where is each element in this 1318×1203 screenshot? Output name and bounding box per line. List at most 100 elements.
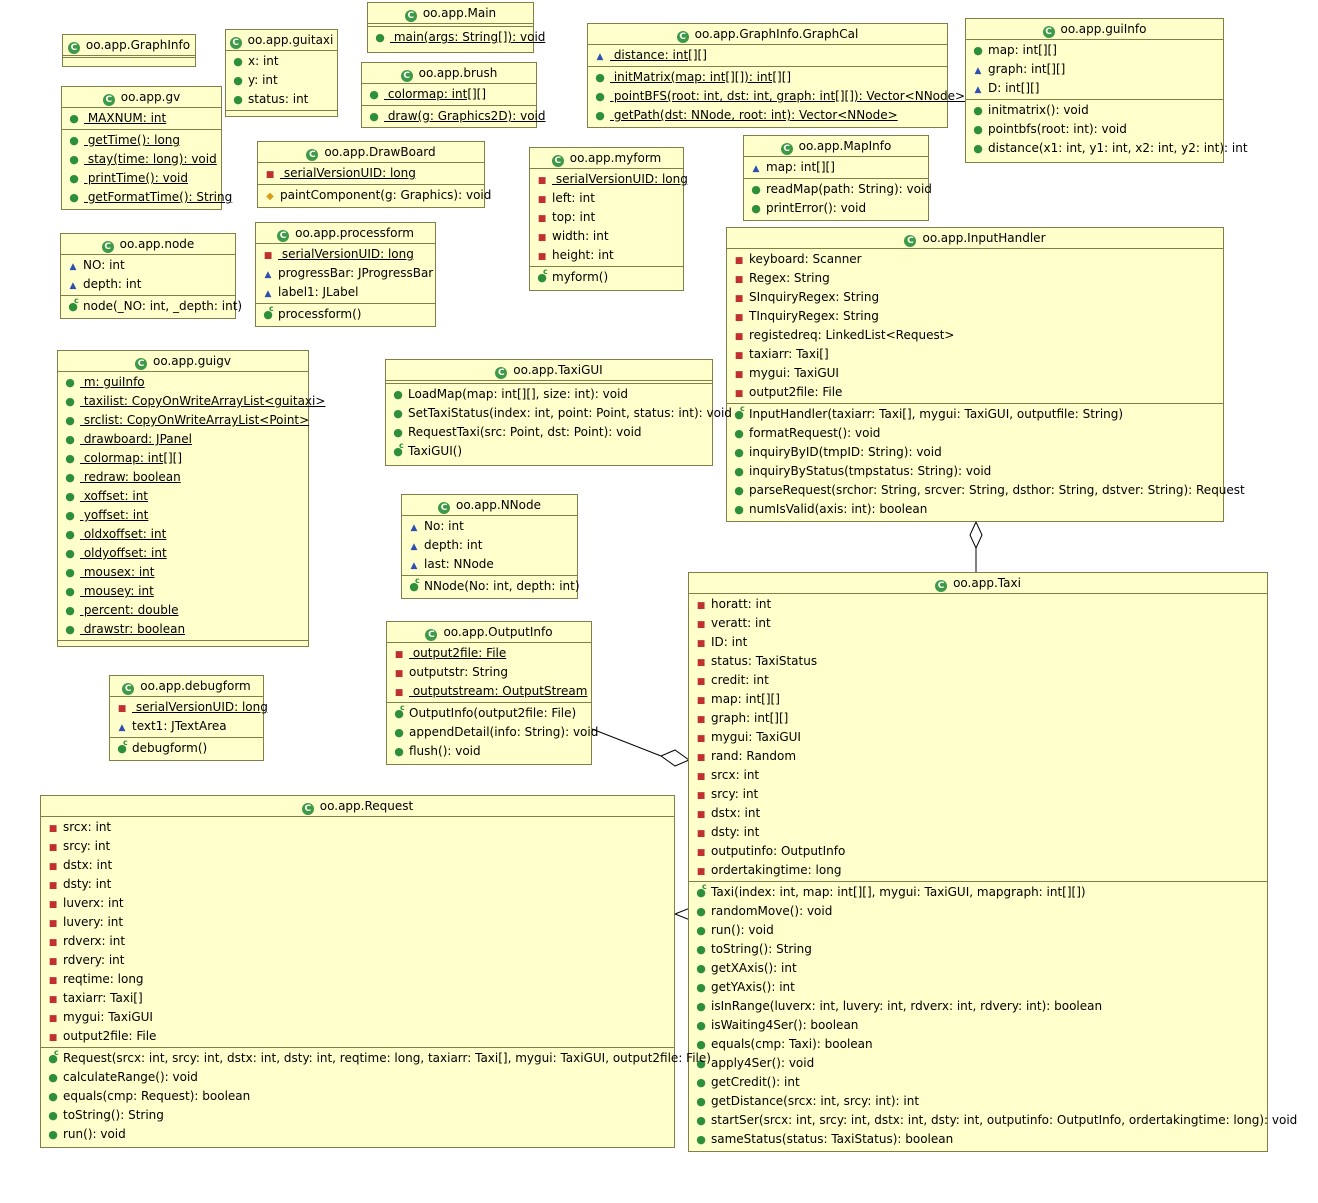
operation-row[interactable]: ●pointbfs(root: int): void <box>966 120 1223 139</box>
attribute-row[interactable]: ■credit: int <box>689 671 1267 690</box>
attribute-row[interactable]: ■mygui: TaxiGUI <box>41 1008 674 1027</box>
attribute-row[interactable]: ▲graph: int[][] <box>966 60 1223 79</box>
attribute-row[interactable]: ▲depth: int <box>402 536 577 555</box>
attribute-row[interactable]: ●status: int <box>226 90 337 109</box>
attribute-row[interactable]: ● mousey: int <box>58 582 308 601</box>
operation-row[interactable]: ●numIsValid(axis: int): boolean <box>727 500 1223 519</box>
attribute-row[interactable]: ■luvery: int <box>41 913 674 932</box>
operation-row[interactable]: ●readMap(path: String): void <box>744 180 932 199</box>
operation-row[interactable]: ●run(): void <box>689 921 1267 940</box>
attribute-row[interactable]: ■mygui: TaxiGUI <box>689 728 1267 747</box>
attribute-row[interactable]: ■outputinfo: OutputInfo <box>689 842 1267 861</box>
attribute-row[interactable]: ▲label1: JLabel <box>256 283 435 302</box>
attribute-row[interactable]: ■ serialVersionUID: long <box>258 164 484 183</box>
attribute-row[interactable]: ■ output2file: File <box>387 644 591 663</box>
attribute-row[interactable]: ■ serialVersionUID: long <box>110 698 268 717</box>
attribute-row[interactable]: ▲progressBar: JProgressBar <box>256 264 435 283</box>
operation-row[interactable]: ●run(): void <box>41 1125 674 1144</box>
operation-row[interactable]: ●startSer(srcx: int, srcy: int, dstx: in… <box>689 1111 1297 1130</box>
attribute-row[interactable]: ■keyboard: Scanner <box>727 250 1223 269</box>
operation-row[interactable]: ● pointBFS(root: int, dst: int, graph: i… <box>588 87 965 106</box>
attribute-row[interactable]: ■dstx: int <box>41 856 674 875</box>
operation-row[interactable]: ●myform() <box>530 262 683 287</box>
operation-row[interactable]: ●getCredit(): int <box>689 1073 1267 1092</box>
attribute-row[interactable]: ■height: int <box>530 246 683 265</box>
attribute-row[interactable]: ■status: TaxiStatus <box>689 652 1267 671</box>
operation-row[interactable]: ●initmatrix(): void <box>966 101 1223 120</box>
attribute-row[interactable]: ● oldxoffset: int <box>58 525 308 544</box>
operation-row[interactable]: ●SetTaxiStatus(index: int, point: Point,… <box>386 404 732 423</box>
operation-row[interactable]: ●RequestTaxi(src: Point, dst: Point): vo… <box>386 423 712 442</box>
attribute-row[interactable]: ■dsty: int <box>689 823 1267 842</box>
attribute-row[interactable]: ● colormap: int[][] <box>362 85 536 104</box>
operation-row[interactable]: ●inquiryByStatus(tmpstatus: String): voi… <box>727 462 1223 481</box>
operation-row[interactable]: ●NNode(No: int, depth: int) <box>402 571 579 596</box>
class-node[interactable]: Coo.app.node▲NO: int▲depth: int●node(_NO… <box>60 233 242 319</box>
operation-row[interactable]: ●randomMove(): void <box>689 902 1267 921</box>
attribute-row[interactable]: ▲depth: int <box>61 275 235 294</box>
attribute-row[interactable]: ■graph: int[][] <box>689 709 1267 728</box>
operation-row[interactable]: ◆paintComponent(g: Graphics): void <box>258 186 491 205</box>
attribute-row[interactable]: ■rdvery: int <box>41 951 674 970</box>
operation-row[interactable]: ●toString(): String <box>689 940 1267 959</box>
operation-row[interactable]: ●inquiryByID(tmpID: String): void <box>727 443 1223 462</box>
attribute-row[interactable]: ■taxiarr: Taxi[] <box>727 345 1223 364</box>
attribute-row[interactable]: ■dsty: int <box>41 875 674 894</box>
attribute-row[interactable]: ■left: int <box>530 189 683 208</box>
attribute-row[interactable]: ■ordertakingtime: long <box>689 861 1267 880</box>
operation-row[interactable]: ●distance(x1: int, y1: int, x2: int, y2:… <box>966 139 1247 158</box>
attribute-row[interactable]: ■veratt: int <box>689 614 1267 633</box>
operation-row[interactable]: ●processform() <box>256 299 435 324</box>
attribute-row[interactable]: ■registedreq: LinkedList<Request> <box>727 326 1223 345</box>
attribute-row[interactable]: ■srcy: int <box>689 785 1267 804</box>
operation-row[interactable]: ●isWaiting4Ser(): boolean <box>689 1016 1267 1035</box>
attribute-row[interactable]: ● m: guiInfo <box>58 373 308 392</box>
attribute-row[interactable]: ■mygui: TaxiGUI <box>727 364 1223 383</box>
attribute-row[interactable]: ■outputstr: String <box>387 663 591 682</box>
attribute-row[interactable]: ▲text1: JTextArea <box>110 717 263 736</box>
operation-row[interactable]: ●sameStatus(status: TaxiStatus): boolean <box>689 1130 1267 1149</box>
operation-row[interactable]: ● getFormatTime(): String <box>62 188 232 207</box>
operation-row[interactable]: ●flush(): void <box>387 742 591 761</box>
attribute-row[interactable]: ● drawboard: JPanel <box>58 430 308 449</box>
attribute-row[interactable]: ● mousex: int <box>58 563 308 582</box>
operation-row[interactable]: ● initMatrix(map: int[][]): int[][] <box>588 68 947 87</box>
attribute-row[interactable]: ■ serialVersionUID: long <box>256 245 435 264</box>
operation-row[interactable]: ●OutputInfo(output2file: File) <box>387 698 591 723</box>
attribute-row[interactable]: ● yoffset: int <box>58 506 308 525</box>
attribute-row[interactable]: ● oldyoffset: int <box>58 544 308 563</box>
attribute-row[interactable]: ■output2file: File <box>41 1027 674 1046</box>
attribute-row[interactable]: ● percent: double <box>58 601 308 620</box>
attribute-row[interactable]: ■Regex: String <box>727 269 1223 288</box>
attribute-row[interactable]: ▲ distance: int[][] <box>588 46 947 65</box>
attribute-row[interactable]: ■luverx: int <box>41 894 674 913</box>
attribute-row[interactable]: ● drawstr: boolean <box>58 620 308 639</box>
attribute-row[interactable]: ■horatt: int <box>689 595 1267 614</box>
operation-row[interactable]: ● getTime(): long <box>62 131 221 150</box>
operation-row[interactable]: ●LoadMap(map: int[][], size: int): void <box>386 385 712 404</box>
operation-row[interactable]: ●printError(): void <box>744 199 928 218</box>
attribute-row[interactable]: ●x: int <box>226 52 337 71</box>
attribute-row[interactable]: ■ serialVersionUID: long <box>530 170 688 189</box>
operation-row[interactable]: ●Taxi(index: int, map: int[][], mygui: T… <box>689 877 1267 902</box>
operation-row[interactable]: ●getDistance(srcx: int, srcy: int): int <box>689 1092 1267 1111</box>
operation-row[interactable]: ●TaxiGUI() <box>386 436 712 461</box>
operation-row[interactable]: ●Request(srcx: int, srcy: int, dstx: int… <box>41 1043 711 1068</box>
operation-row[interactable]: ●getYAxis(): int <box>689 978 1267 997</box>
operation-row[interactable]: ●equals(cmp: Taxi): boolean <box>689 1035 1267 1054</box>
operation-row[interactable]: ●parseRequest(srchor: String, srcver: St… <box>727 481 1245 500</box>
attribute-row[interactable]: ▲No: int <box>402 517 577 536</box>
